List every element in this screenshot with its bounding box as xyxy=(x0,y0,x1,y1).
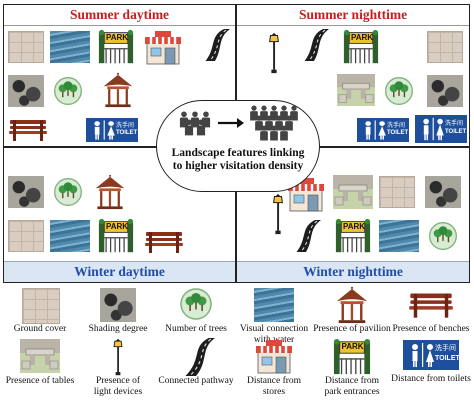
toilet-sign-icon: 洗手间 TOILET xyxy=(86,118,138,142)
store-icon xyxy=(142,29,184,65)
legend-number-of-trees: Number of trees xyxy=(157,286,235,335)
legend-light-devices: Presence of light devices xyxy=(79,338,157,398)
legend-pavilion: Presence of pavilion xyxy=(313,286,391,335)
ground-cover-icon xyxy=(427,31,463,63)
trees-icon xyxy=(50,75,86,107)
park-entrance-icon: PARK xyxy=(341,29,381,65)
summer-daytime-title: Summer daytime xyxy=(4,5,235,26)
park-entrance-icon: PARK xyxy=(96,29,136,65)
tables-icon xyxy=(20,338,60,376)
pathway-icon xyxy=(176,338,216,376)
shading-icon xyxy=(8,75,44,107)
pathway-icon xyxy=(293,29,329,61)
pavilion-icon xyxy=(332,286,372,324)
park-entrance-icon: PARK xyxy=(331,338,373,376)
legend-tables: Presence of tables xyxy=(1,338,79,387)
tables-icon xyxy=(333,174,373,210)
water-icon xyxy=(50,220,90,252)
legend-shading-degree: Shading degree xyxy=(79,286,157,335)
legend-toilets: 洗手间 TOILET Distance from toilets xyxy=(391,338,471,385)
light-device-icon xyxy=(267,29,281,77)
store-icon xyxy=(254,338,294,376)
light-device-icon xyxy=(98,338,138,376)
small-group-icon xyxy=(175,109,215,139)
pavilion-icon xyxy=(100,71,136,109)
shading-icon xyxy=(100,288,136,322)
trees-icon xyxy=(381,75,417,107)
trees-icon xyxy=(176,286,216,324)
shading-icon xyxy=(425,176,461,208)
park-entrance-icon: PARK xyxy=(333,218,373,254)
trees-icon xyxy=(425,220,461,252)
trees-icon xyxy=(50,176,86,208)
water-icon xyxy=(379,220,419,252)
legend-stores: Distance from stores xyxy=(235,338,313,398)
legend-benches: Presence of benches xyxy=(391,286,471,335)
center-summary: Landscape features linking to higher vis… xyxy=(156,100,320,192)
winter-daytime-title: Winter daytime xyxy=(4,261,235,282)
pathway-icon xyxy=(194,29,230,61)
water-icon xyxy=(254,288,294,322)
bench-icon xyxy=(8,118,48,142)
toilet-sign-icon: 洗手间 TOILET xyxy=(357,118,409,142)
tables-icon xyxy=(337,73,375,107)
winter-daytime-panel: PARK Winter daytime xyxy=(3,147,236,283)
legend-visual-water: Visual connection with water xyxy=(235,286,313,346)
bench-icon xyxy=(408,286,454,324)
winter-nighttime-title: Winter nighttime xyxy=(237,261,469,282)
summer-daytime-panel: Summer daytime PARK 洗手间 TOILET xyxy=(3,4,236,147)
ground-cover-icon xyxy=(379,176,415,208)
ground-cover-icon xyxy=(8,31,44,63)
ground-cover-icon xyxy=(8,220,44,252)
legend-park-entrances: PARK Distance from park entrances xyxy=(313,338,391,398)
pavilion-icon xyxy=(92,172,128,212)
toilet-sign-icon: 洗手间 TOILET xyxy=(403,340,460,374)
park-entrance-icon: PARK xyxy=(96,218,136,254)
legend-pathway: Connected pathway xyxy=(157,338,235,387)
center-caption: Landscape features linking to higher vis… xyxy=(171,147,305,172)
water-icon xyxy=(50,31,90,63)
toilet-sign-icon: 洗手间 TOILET xyxy=(415,115,467,143)
large-crowd-icon xyxy=(247,105,303,143)
shading-icon xyxy=(8,176,44,208)
arrow-right-icon xyxy=(217,116,245,130)
ground-cover-icon xyxy=(22,288,60,324)
bench-icon xyxy=(144,230,184,254)
pathway-icon xyxy=(285,220,321,252)
shading-icon xyxy=(427,75,463,107)
light-device-icon xyxy=(271,190,285,238)
summer-nighttime-title: Summer nighttime xyxy=(237,5,469,26)
legend-ground-cover: Ground cover xyxy=(1,286,79,335)
